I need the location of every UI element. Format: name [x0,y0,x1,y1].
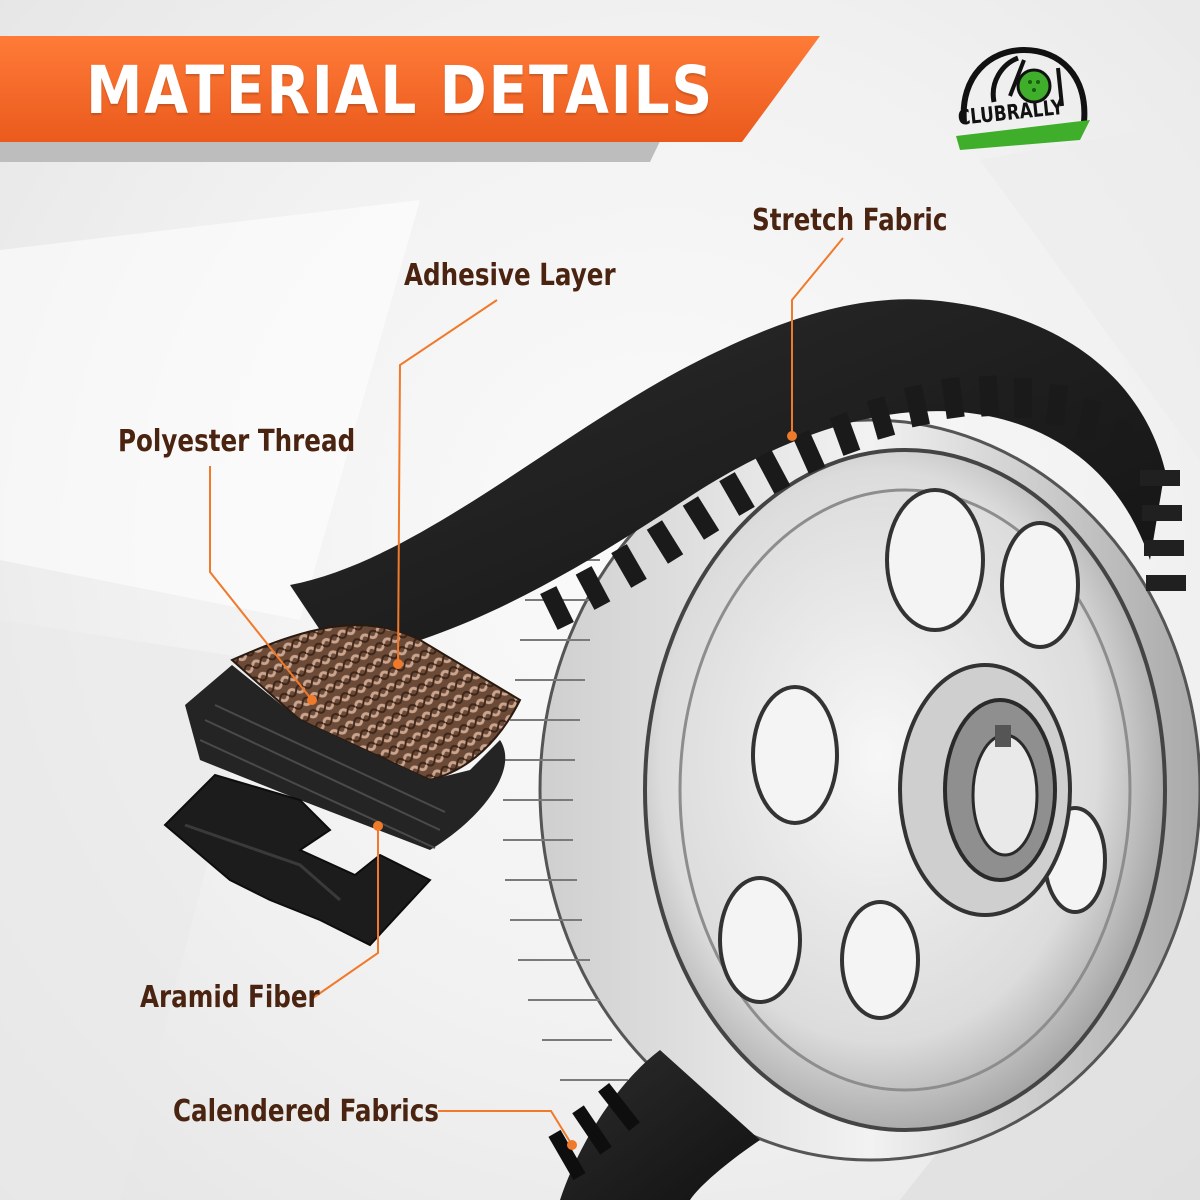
header-banner: MATERIAL DETAILS [0,0,860,170]
pulley-holes [718,488,1107,1020]
belt-lower-run [560,1050,760,1200]
label-polyester-thread: Polyester Thread [118,424,356,459]
label-adhesive-layer: Adhesive Layer [404,258,616,293]
banner-shape [0,36,820,162]
brand-logo [950,36,1100,156]
golf-hole-icon [956,46,1090,150]
label-aramid-fiber: Aramid Fiber [140,980,320,1015]
page-title: MATERIAL DETAILS [86,52,715,129]
label-calendered-fabrics: Calendered Fabrics [173,1094,439,1129]
belt-teeth [540,375,1135,630]
label-stretch-fabric: Stretch Fabric [752,203,948,238]
pulley-gear-teeth [503,559,628,1081]
